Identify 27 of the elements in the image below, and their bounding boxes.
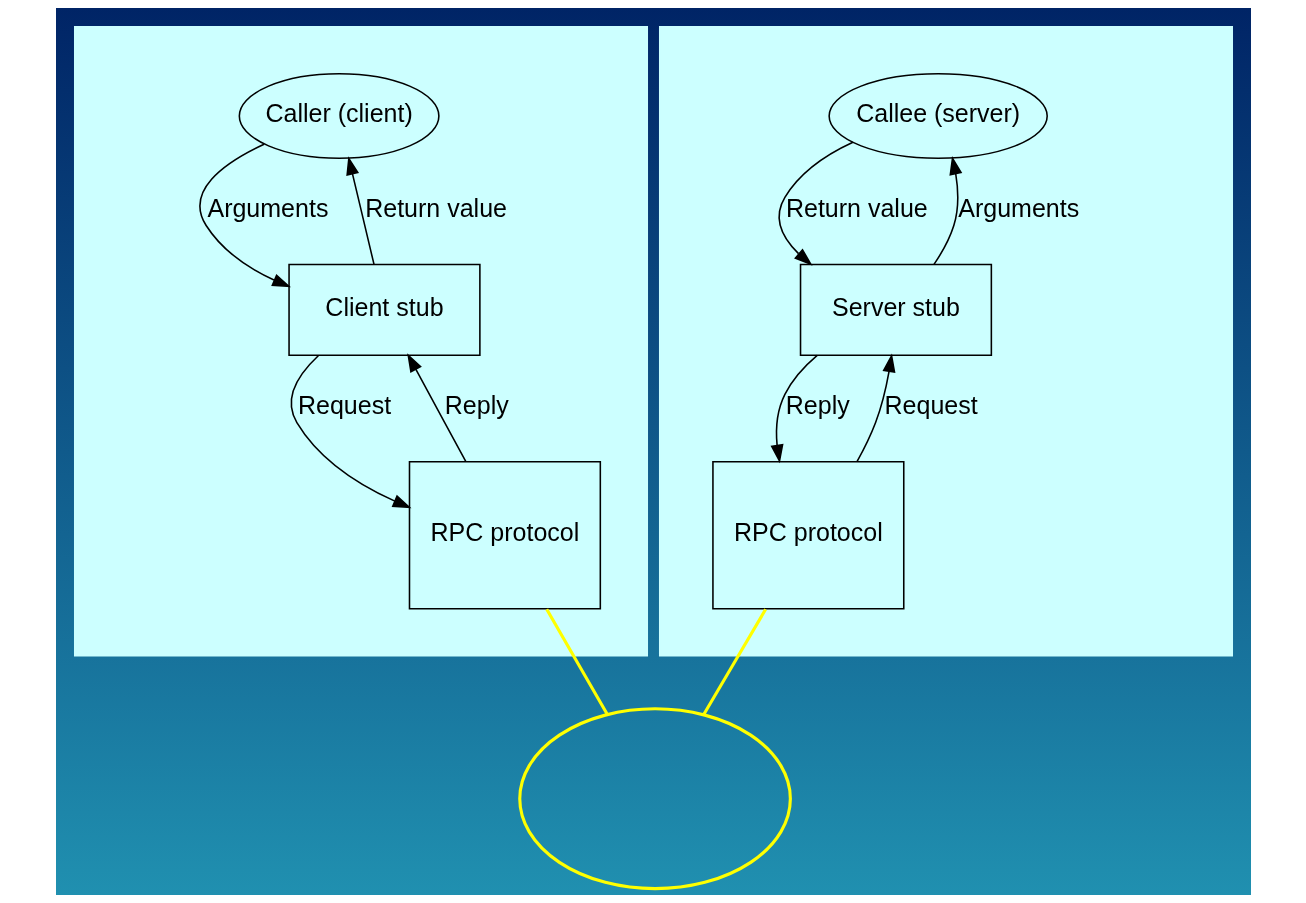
cluster xyxy=(73,26,648,657)
arrow xyxy=(855,353,895,463)
node-box: RPC protocol xyxy=(408,460,601,610)
edge-label: Arguments xyxy=(206,194,328,223)
arrow xyxy=(406,353,467,463)
connector xyxy=(544,608,609,716)
edge-label: Reply xyxy=(785,391,850,420)
edge-label: Request xyxy=(884,391,978,420)
arrow xyxy=(198,143,291,288)
arrow xyxy=(932,155,962,266)
arrow xyxy=(290,354,411,509)
edge-label: Reply xyxy=(444,391,509,420)
arrow xyxy=(777,141,854,266)
arrow xyxy=(345,156,375,265)
node-ellipse: Callee (server) xyxy=(827,73,1048,159)
edge-label: Return value xyxy=(785,194,928,223)
cluster xyxy=(658,26,1233,657)
node-cloud xyxy=(517,707,792,891)
node-ellipse: Caller (client) xyxy=(238,73,440,159)
edge-label: Arguments xyxy=(957,194,1079,223)
arrow xyxy=(770,354,818,464)
edge-label: Request xyxy=(297,391,391,420)
connector xyxy=(701,608,767,716)
node-box: Server stub xyxy=(799,263,992,357)
node-box: Client stub xyxy=(287,263,481,357)
edge-label: Return value xyxy=(364,194,507,223)
node-box: RPC protocol xyxy=(711,460,905,610)
